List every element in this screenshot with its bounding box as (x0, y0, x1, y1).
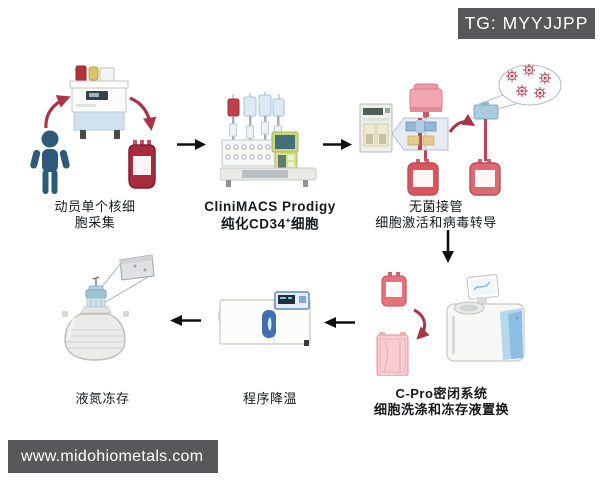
collection-illustration (30, 65, 157, 194)
label-subtitle: 纯化CD34+细胞 (221, 215, 319, 232)
label-rate-freezing: 程序降温 (210, 391, 330, 407)
clamp-callout-icon (391, 117, 449, 151)
tubing-line (484, 119, 487, 161)
label-cpro: C-Pro密闭系统 细胞洗涤和冻存液置换 (349, 386, 534, 417)
apheresis-machine-icon (69, 65, 129, 139)
tg-badge: TG: MYYJJPP (458, 8, 595, 39)
blood-bag-icon (381, 272, 407, 307)
curved-arrow-icon (44, 95, 71, 129)
freezer-handle (262, 310, 276, 338)
label-title: CliniMACS Prodigy (204, 199, 336, 214)
cryo-cassette-icon (119, 254, 155, 281)
label-line: 细胞激活和病毒转导 (375, 214, 497, 230)
dewar-neck (80, 306, 112, 314)
blood-bag-icon (469, 159, 501, 196)
label-line: 无菌接管 (408, 199, 463, 214)
station-collection (30, 58, 175, 200)
flow-arrow-down (442, 230, 454, 263)
flow-arrow-right-2 (323, 139, 352, 150)
blood-bag-icon (128, 140, 156, 189)
tube-welder-icon (359, 103, 393, 153)
label-title: C-Pro密闭系统 (395, 386, 488, 401)
label-line: 胞采集 (74, 214, 116, 230)
station-sterile-welding (352, 62, 567, 198)
watermark-bar: www.midohiometals.com (8, 440, 218, 473)
person-icon (30, 130, 70, 194)
label-collection: 动员单个核细 胞采集 (25, 199, 165, 230)
label-line: 细胞洗涤和冻存液置换 (373, 401, 509, 417)
cell-canister-icon (409, 83, 443, 117)
vector-vessel-icon (473, 102, 499, 120)
hanging-bags (227, 92, 285, 117)
label-line: 动员单个核细 (54, 199, 136, 214)
label-ln2-storage: 液氮冻存 (40, 391, 165, 407)
station-rate-freezing (218, 290, 314, 348)
cryo-bag-icon (376, 332, 409, 376)
label-sterile-welding: 无菌接管 细胞激活和病毒转导 (346, 199, 526, 230)
flow-arrow-left-1 (324, 317, 355, 328)
flow-arrow-left-2 (170, 315, 201, 326)
watermark-url: www.midohiometals.com (21, 447, 204, 465)
superscript-plus: + (285, 215, 291, 226)
station-prodigy (220, 92, 320, 192)
sterile-welding-illustration (359, 64, 562, 196)
label-line: 液氮冻存 (75, 391, 130, 406)
freezer-control-panel (274, 291, 310, 310)
curved-arrow-icon (129, 96, 157, 131)
label-prodigy: CliniMACS Prodigy 纯化CD34+细胞 (195, 199, 345, 233)
flow-arrow-right-1 (177, 139, 206, 150)
base-deck (220, 167, 317, 187)
cpro-machine-icon (446, 274, 525, 362)
rate-freezer-icon (218, 291, 311, 346)
dewar-ribs (65, 329, 125, 349)
ln2-dewar-icon (62, 254, 155, 361)
station-ln2-storage (55, 252, 160, 364)
cpro-illustration (376, 272, 525, 376)
curved-arrow-icon (413, 308, 430, 340)
virus-callout-icon (478, 64, 562, 114)
prodigy-machine-icon (220, 92, 317, 187)
label-line: 程序降温 (242, 391, 297, 406)
blood-bag-icon (407, 159, 439, 196)
dewar-cap (85, 285, 107, 308)
virus-particle-icon (506, 64, 551, 99)
curved-arrow-icon (448, 113, 476, 133)
station-cpro (372, 268, 532, 376)
